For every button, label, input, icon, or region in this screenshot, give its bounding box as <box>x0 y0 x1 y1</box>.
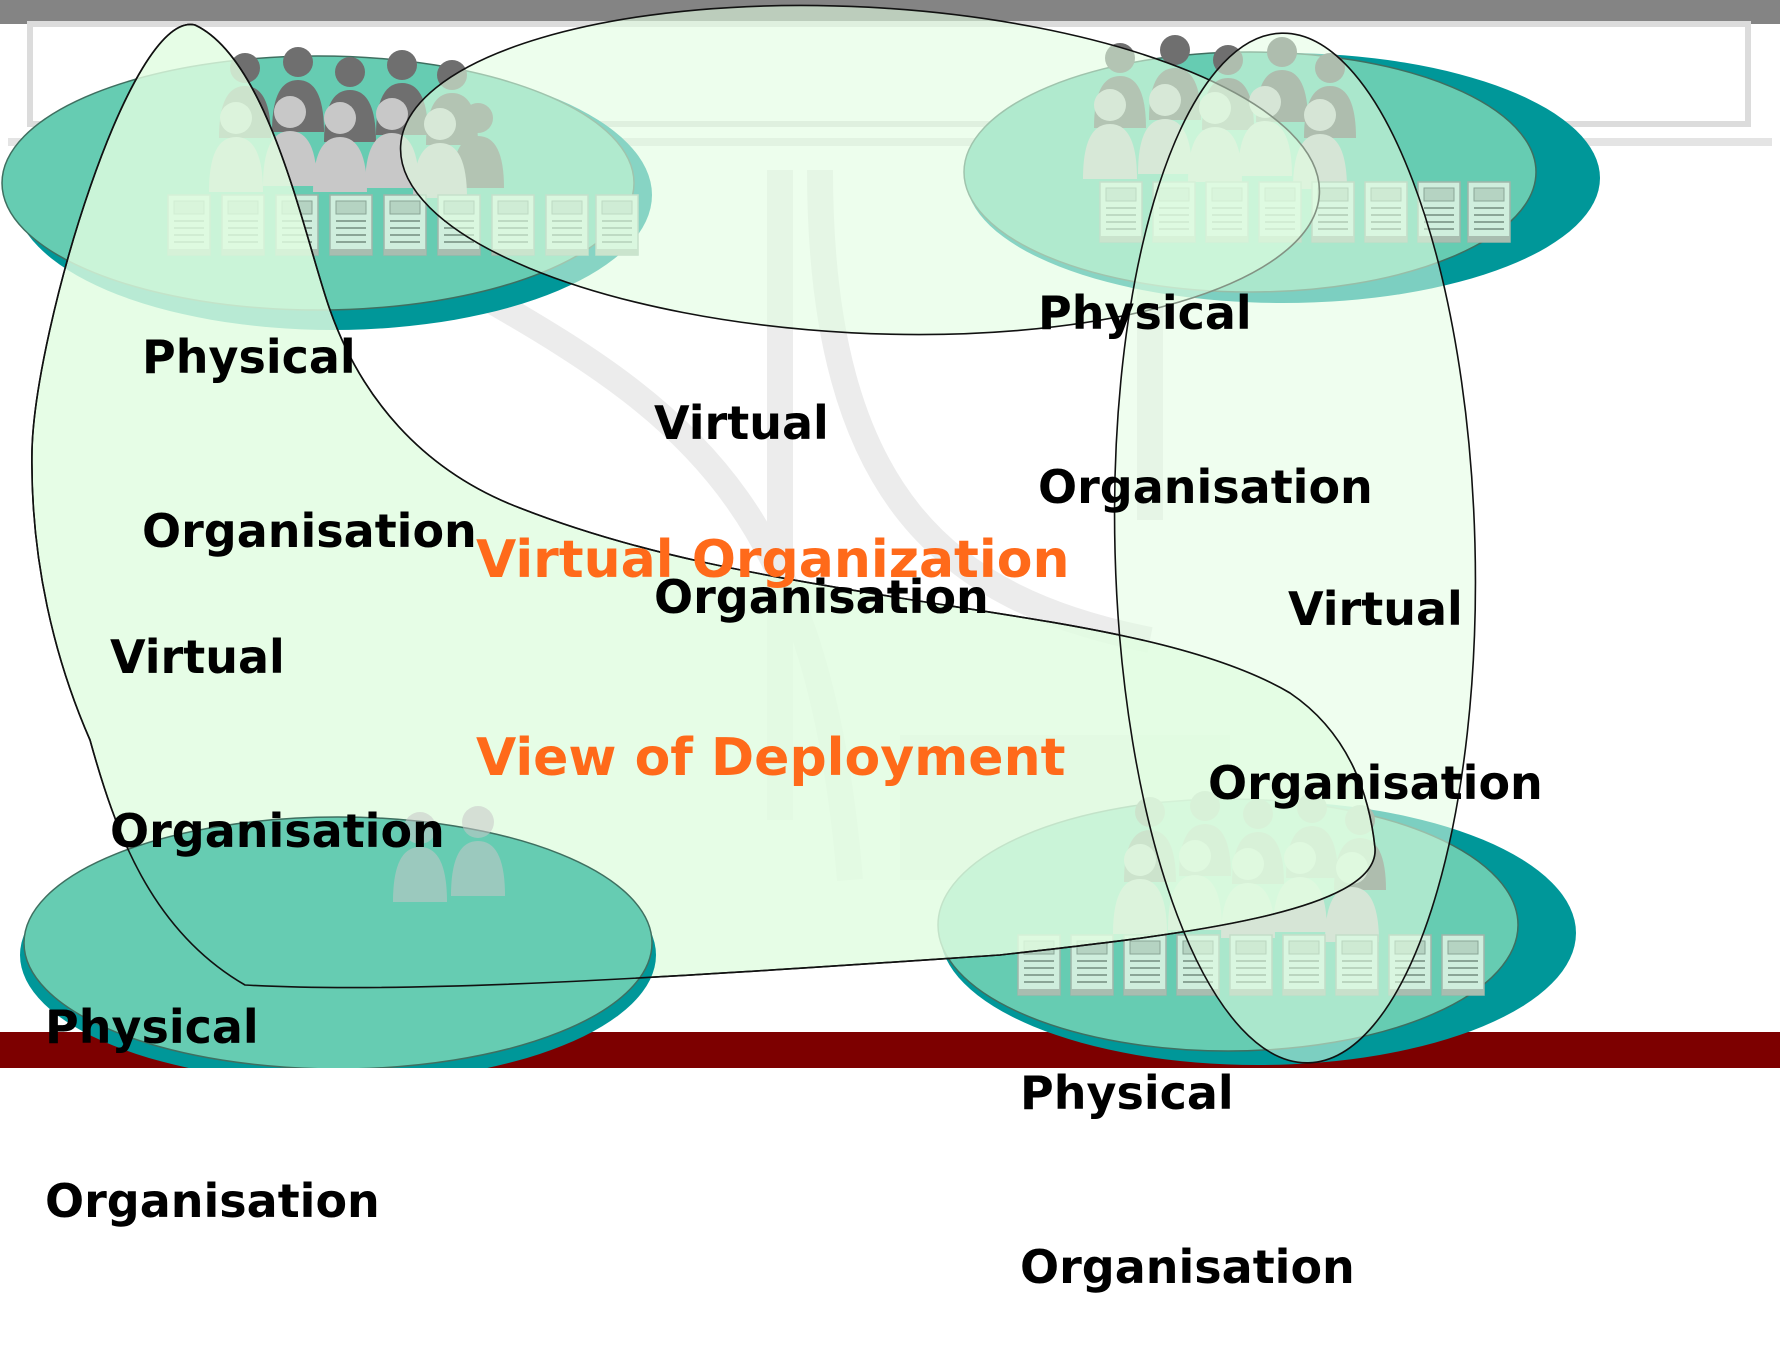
label-line: Organisation <box>1020 1240 1355 1294</box>
label-line: Organisation <box>654 570 989 624</box>
physical-organisation-label-top-left: Physical Organisation <box>142 212 477 618</box>
virtual-organisation-left-loop-outline <box>31 24 1376 989</box>
label-line: Virtual <box>654 396 829 450</box>
virtual-organisation-label-right: Virtual Organisation <box>1208 464 1543 870</box>
label-line: Organisation <box>45 1174 380 1228</box>
virtual-organisation-label-top: Virtual Organisation <box>654 278 989 684</box>
virtual-organisation-label-left: Virtual Organisation <box>110 512 445 918</box>
physical-organisation-label-bottom-left: Physical Organisation <box>45 882 380 1288</box>
physical-organisation-bottom-left <box>20 806 656 1068</box>
label-line: Organisation <box>110 804 445 858</box>
label-line: Virtual <box>110 630 285 684</box>
label-line: Organisation <box>1038 460 1373 514</box>
label-line: Organisation <box>142 504 477 558</box>
label-line: Virtual <box>1288 582 1463 636</box>
virtual-organisation-right <box>1113 32 1477 1064</box>
label-line: Physical <box>1038 286 1252 340</box>
diagram-title: Virtual Organization View of Deployment <box>476 395 1069 857</box>
title-line-2: View of Deployment <box>476 728 1066 788</box>
label-line: Physical <box>1020 1066 1234 1120</box>
deployment-diagram <box>0 0 1780 1068</box>
physical-organisation-label-top-right: Physical Organisation <box>1038 168 1373 574</box>
label-line: Physical <box>45 1000 259 1054</box>
physical-organisation-label-bottom-right: Physical Organisation <box>1020 948 1355 1354</box>
label-line: Physical <box>142 330 356 384</box>
title-line-1: Virtual Organization <box>476 530 1070 590</box>
label-line: Organisation <box>1208 756 1543 810</box>
